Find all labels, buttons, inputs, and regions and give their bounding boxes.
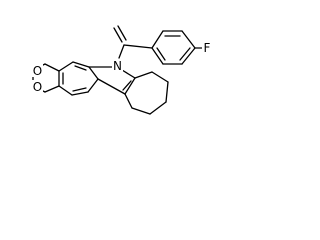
atom-label-nitrogen: N	[112, 59, 123, 73]
oxygen-top-text: O	[33, 64, 42, 78]
pyrrole-ring	[88, 66, 136, 95]
molecule-figure: O O N F	[0, 0, 259, 128]
fluorine-text: F	[204, 41, 211, 55]
fluorophenyl-ring	[151, 30, 204, 65]
carbonyl-group	[113, 25, 153, 59]
nitrogen-text: N	[113, 59, 122, 73]
atom-label-oxygen-top: O	[32, 64, 43, 78]
structural-formula: O O N F	[32, 25, 212, 115]
atom-label-oxygen-bottom: O	[32, 80, 43, 94]
cyclohexane-ring	[124, 71, 169, 115]
atom-label-fluorine: F	[202, 40, 212, 55]
oxygen-bottom-text: O	[33, 80, 42, 94]
benzo-ring	[58, 61, 99, 96]
